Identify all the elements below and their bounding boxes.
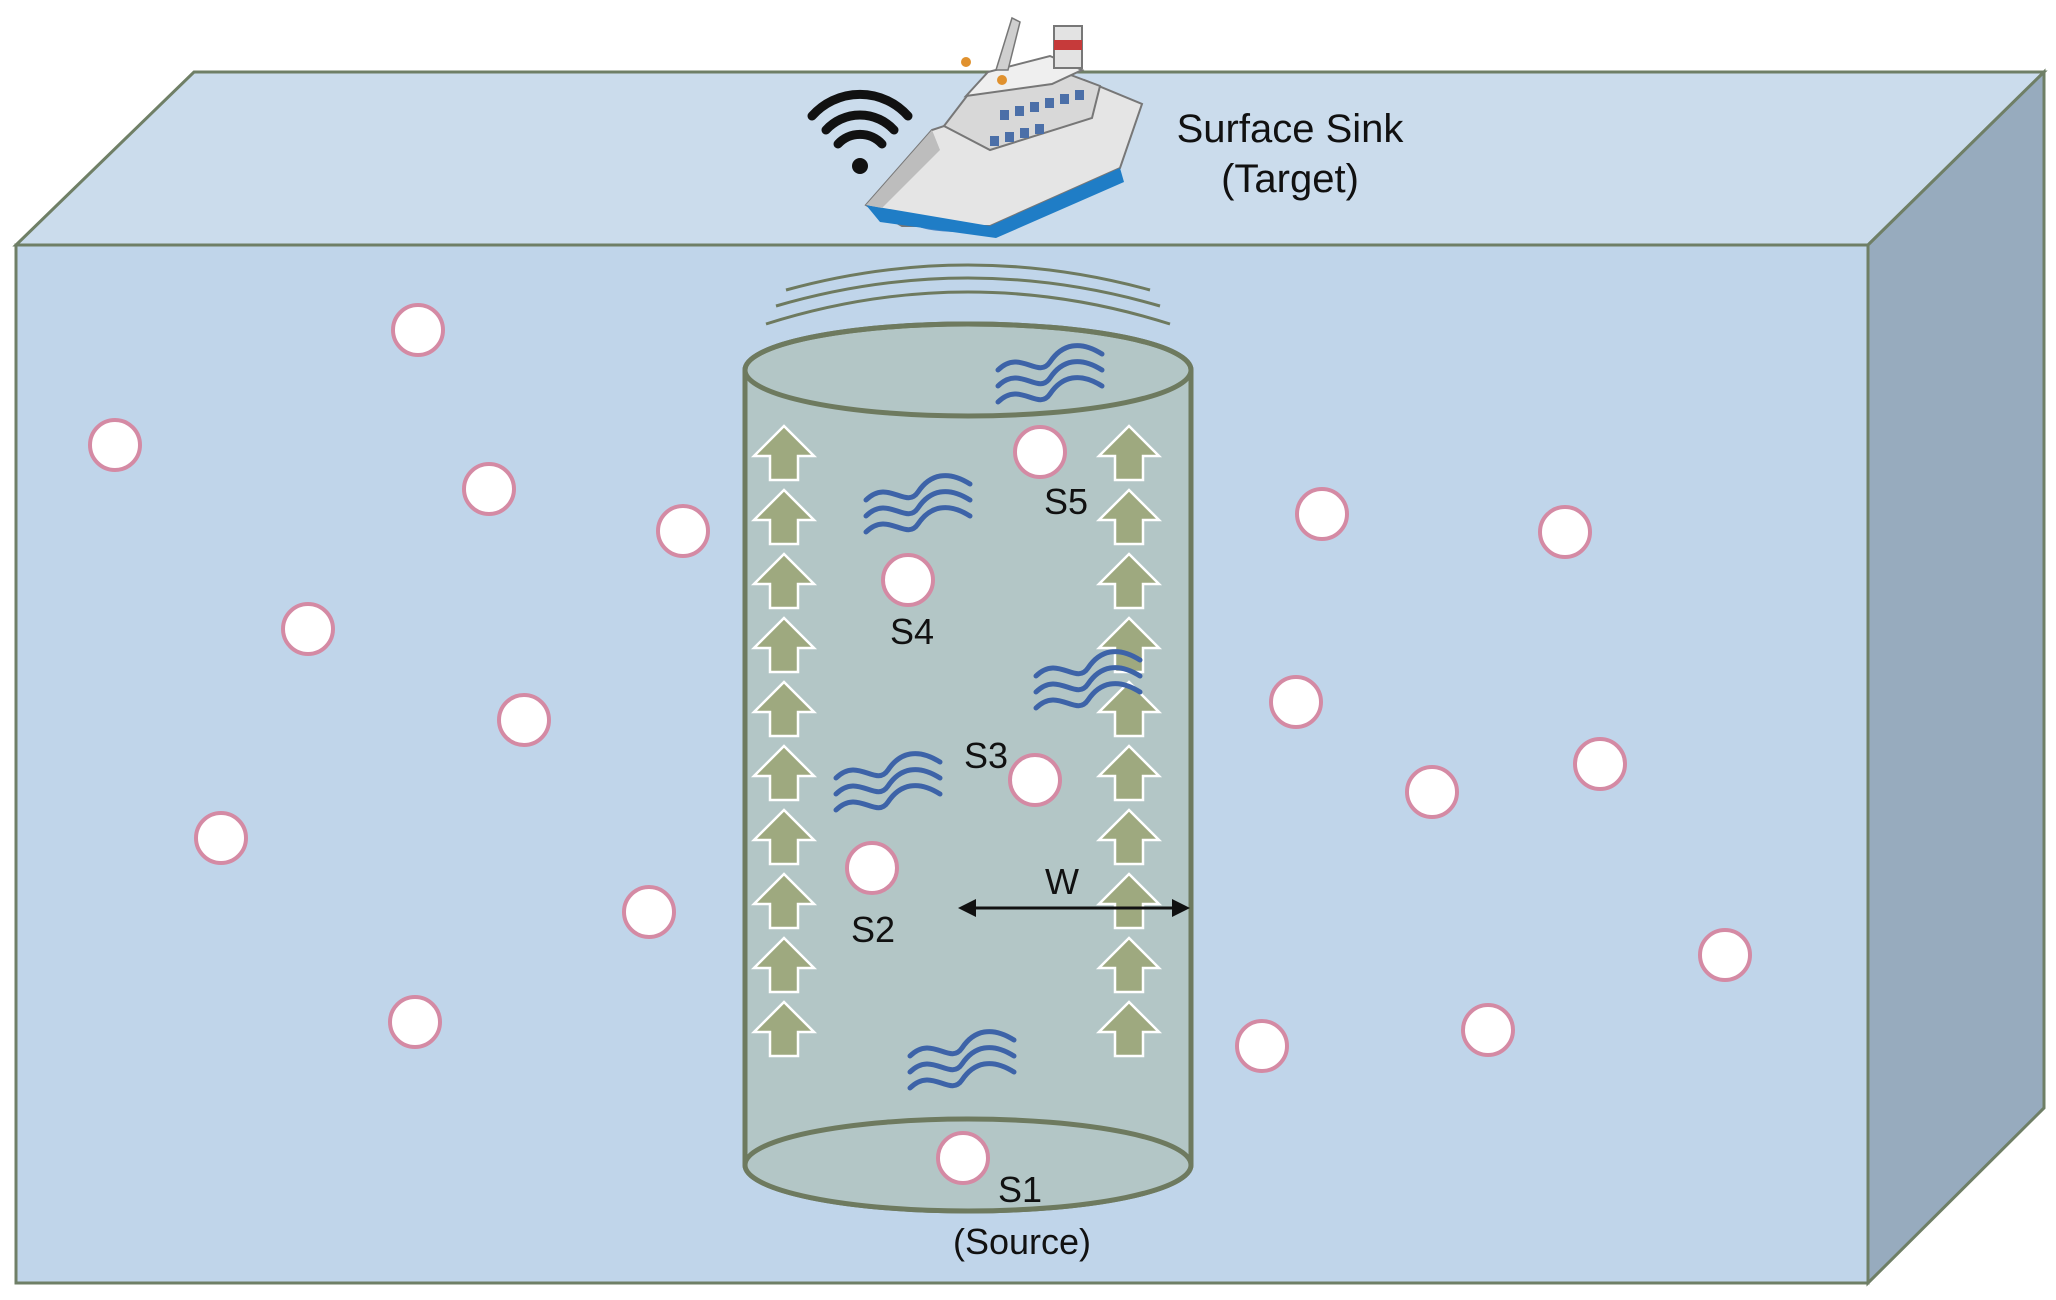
cylinder-top-rim <box>742 321 1194 419</box>
sink-label-line1: Surface Sink <box>1177 107 1405 151</box>
flow-arrows-right <box>1095 424 1163 1058</box>
sensor-node-icon <box>1008 753 1062 807</box>
sensor-node-icon <box>462 462 516 516</box>
sensor-node-icon <box>194 811 248 865</box>
sensor-node-icon <box>391 303 445 357</box>
up-arrow-icon <box>1095 744 1163 802</box>
ship-icon <box>864 16 1144 238</box>
wave-icon <box>833 751 943 813</box>
up-arrow-icon <box>1095 808 1163 866</box>
node-label-s5: S5 <box>1044 481 1088 522</box>
up-arrow-icon <box>750 680 818 738</box>
sensor-node-icon <box>622 885 676 939</box>
wifi-signal-icon <box>807 89 913 174</box>
sensor-node-icon <box>88 418 142 472</box>
up-arrow-icon <box>1095 680 1163 738</box>
signal-arcs <box>765 263 1171 326</box>
sensor-node-icon <box>1573 737 1627 791</box>
sensor-nodes <box>88 303 1752 1185</box>
up-arrow-icon <box>1095 552 1163 610</box>
void-cylinder <box>742 321 1194 1214</box>
up-arrow-icon <box>750 424 818 482</box>
up-arrow-icon <box>750 552 818 610</box>
up-arrow-icon <box>750 808 818 866</box>
sensor-node-icon <box>845 841 899 895</box>
sensor-node-icon <box>1461 1003 1515 1057</box>
up-arrow-icon <box>1095 936 1163 994</box>
sensor-node-icon <box>656 504 710 558</box>
sensor-node-icon <box>1013 425 1067 479</box>
up-arrow-icon <box>1095 488 1163 546</box>
sensor-node-icon <box>1269 675 1323 729</box>
wave-icon <box>907 1029 1017 1091</box>
sensor-node-icon <box>1698 928 1752 982</box>
water-side-face <box>1866 68 2046 1287</box>
sink-label-line2: (Target) <box>1221 157 1359 201</box>
sensor-node-icon <box>1295 487 1349 541</box>
sensor-node-icon <box>1538 505 1592 559</box>
up-arrow-icon <box>750 872 818 930</box>
sensor-node-icon <box>936 1131 990 1185</box>
current-waves <box>833 343 1143 1091</box>
width-dimension-arrow <box>958 899 1190 917</box>
sensor-node-icon <box>1405 765 1459 819</box>
sensor-node-icon <box>881 553 935 607</box>
up-arrow-icon <box>1095 424 1163 482</box>
wave-icon <box>863 473 973 535</box>
node-label-s2: S2 <box>851 909 895 950</box>
node-label-s3: S3 <box>964 735 1008 776</box>
up-arrow-icon <box>750 744 818 802</box>
node-label-s1: S1 <box>998 1169 1042 1210</box>
up-arrow-icon <box>750 616 818 674</box>
sensor-node-icon <box>1235 1019 1289 1073</box>
up-arrow-icon <box>1095 872 1163 930</box>
up-arrow-icon <box>750 936 818 994</box>
sensor-node-icon <box>497 693 551 747</box>
flow-arrows-left <box>750 424 818 1058</box>
up-arrow-icon <box>750 1000 818 1058</box>
up-arrow-icon <box>1095 1000 1163 1058</box>
sensor-node-icon <box>281 602 335 656</box>
node-label-s4: S4 <box>890 611 934 652</box>
node-label-s1-source: (Source) <box>953 1221 1091 1262</box>
sensor-node-icon <box>388 995 442 1049</box>
wave-icon <box>1033 649 1143 711</box>
width-label: W <box>1045 861 1079 902</box>
up-arrow-icon <box>750 488 818 546</box>
wave-icon <box>995 343 1105 405</box>
